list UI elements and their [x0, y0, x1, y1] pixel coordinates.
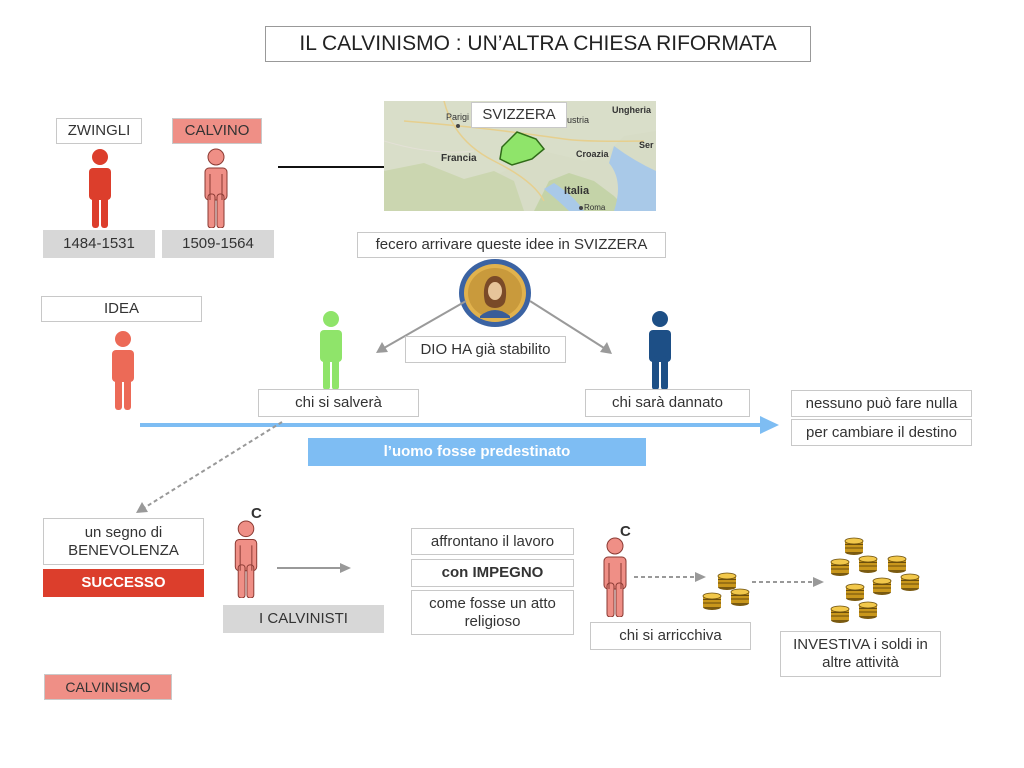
- zwingli-figure: [85, 148, 115, 228]
- map-place-italia: Italia: [564, 185, 590, 197]
- work-line-2: con IMPEGNO: [411, 559, 574, 587]
- tag-calvinismo: CALVINISMO: [44, 674, 172, 700]
- map-place-francia: Francia: [441, 153, 477, 164]
- map-place-ungheria: Ungheria: [612, 105, 652, 115]
- map-city-dot-parigi: [456, 124, 460, 128]
- god-label: DIO HA già stabilito: [405, 336, 566, 363]
- damned-label: chi sarà dannato: [585, 389, 750, 417]
- zwingli-label: ZWINGLI: [56, 118, 142, 144]
- benevolence-label: un segno di BENEVOLENZA: [43, 518, 204, 565]
- calvinist-figure: [231, 520, 261, 598]
- map-place-croazia: Croazia: [576, 149, 609, 159]
- dashed-arrow-to-invest: [752, 577, 824, 587]
- work-line-1: affrontano il lavoro: [411, 528, 574, 555]
- idea-label: IDEA: [41, 296, 202, 322]
- page-title: IL CALVINISMO : UN’ALTRA CHIESA RIFORMAT…: [265, 26, 811, 62]
- god-medallion-icon: [459, 259, 531, 327]
- calvino-years: 1509-1564: [162, 230, 274, 258]
- zwingli-years: 1484-1531: [43, 230, 155, 258]
- damned-figure: [645, 310, 675, 390]
- arrow-to-saved: [376, 300, 467, 353]
- map-city-dot-roma: [579, 206, 583, 210]
- arrow-to-damned: [529, 300, 612, 354]
- nobody-line-2: per cambiare il destino: [791, 419, 972, 446]
- invest-label: INVESTIVA i soldi in altre attività: [780, 631, 941, 677]
- idea-figure: [108, 330, 138, 410]
- map-place-austria: ustria: [567, 115, 590, 125]
- dashed-arrow-to-benevolence: [136, 421, 283, 513]
- map-place-serbia: Ser: [639, 140, 654, 150]
- calvino-label: CALVINO: [172, 118, 262, 144]
- map-place-parigi: Parigi: [446, 112, 470, 122]
- timeline-arrow: [140, 416, 779, 434]
- coins-large-icon: [830, 537, 920, 623]
- arrow-to-work: [277, 563, 351, 573]
- map-place-roma: Roma: [584, 203, 606, 211]
- map-label-svizzera: SVIZZERA: [471, 102, 567, 128]
- dashed-arrow-to-coins: [634, 572, 706, 582]
- spread-text: fecero arrivare queste idee in SVIZZERA: [357, 232, 666, 258]
- calvinists-label: I CALVINISTI: [223, 605, 384, 633]
- predestined-label: l’uomo fosse predestinato: [308, 438, 646, 466]
- nobody-line-1: nessuno può fare nulla: [791, 390, 972, 417]
- work-line-3: come fosse un atto religioso: [411, 590, 574, 635]
- saved-figure: [316, 310, 346, 390]
- coins-small-icon: [702, 572, 750, 610]
- rich-calvinist-mark: C: [620, 523, 631, 540]
- saved-label: chi si salverà: [258, 389, 419, 417]
- success-badge: SUCCESSO: [43, 569, 204, 597]
- rich-calvinist-figure: [600, 537, 630, 617]
- calvinist-mark: C: [251, 505, 262, 522]
- calvino-figure: [201, 148, 231, 228]
- rich-label: chi si arricchiva: [590, 622, 751, 650]
